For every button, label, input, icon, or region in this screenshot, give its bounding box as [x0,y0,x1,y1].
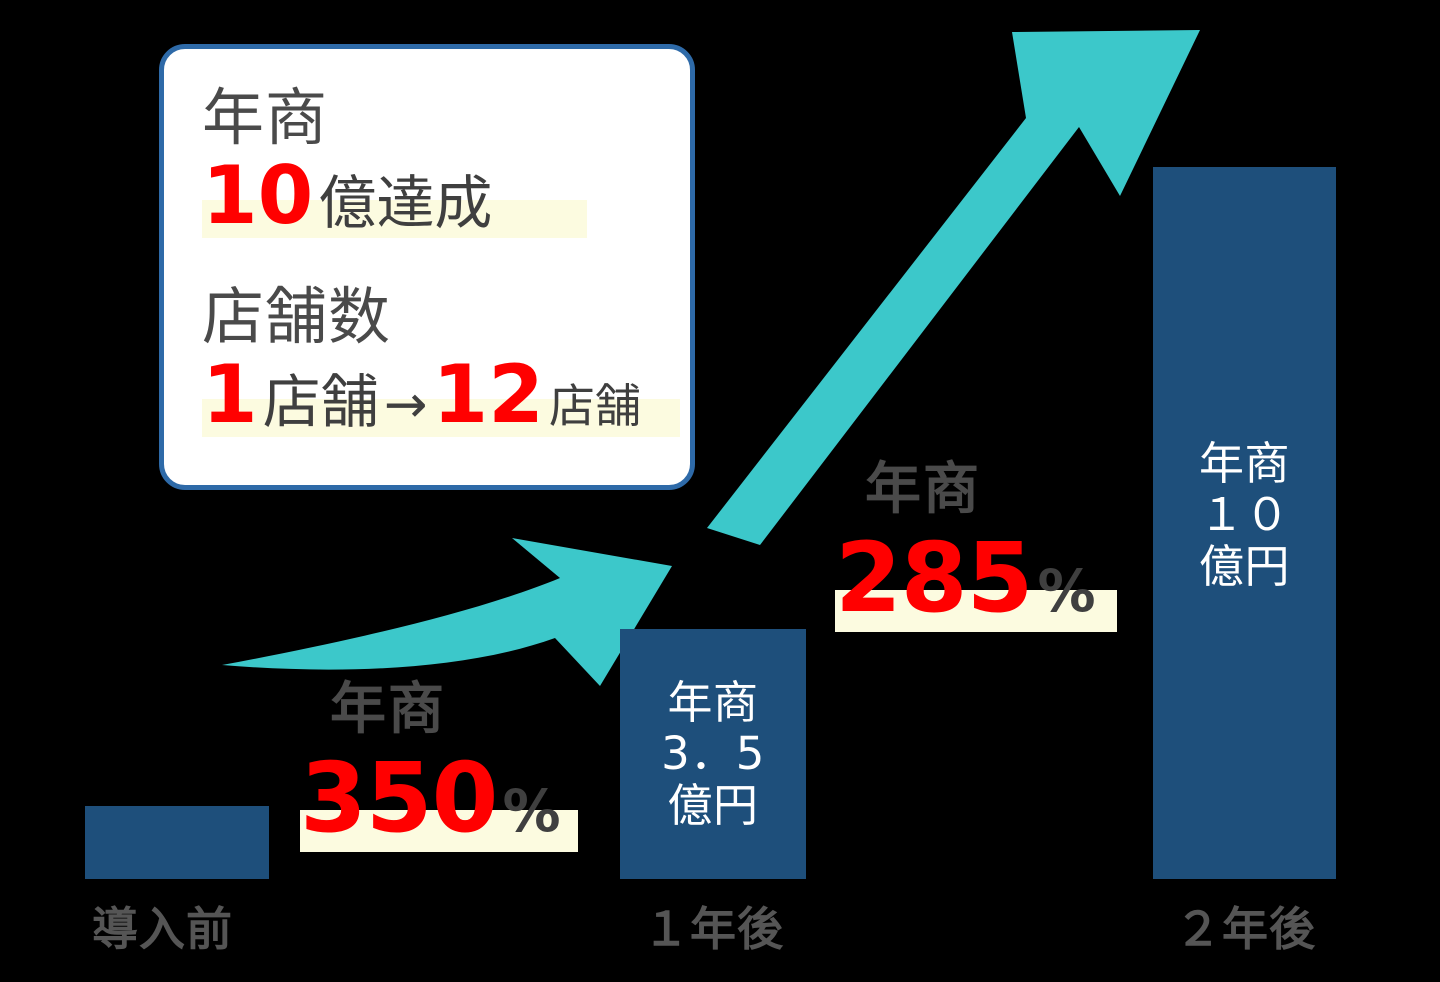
bar-before [85,806,269,879]
growth-arrow-1 [222,538,672,686]
bar-year1-label: 年商 3．5 億円 [661,676,765,832]
callout-stores-to-text: 店舗 [548,379,641,434]
highlight-band [202,399,680,438]
bar-year1: 年商 3．5 億円 [620,629,806,879]
callout-revenue-number: 10 [202,149,314,243]
growth-callout-350-value: 350 [300,742,498,854]
callout-group-revenue: 年商 10 億達成 [202,81,660,239]
callout-revenue-value-row: 10 億達成 [202,156,660,239]
callout-stores-from-number: 1 [202,348,258,442]
callout-stores-to-number: 12 [432,348,544,442]
callout-stores-from-text: 店舗 [262,368,379,437]
bar-year2-label: 年商 １０ 億円 [1198,437,1290,593]
highlight-band [300,810,578,852]
growth-callout-350: 年商 350 % [300,677,578,852]
axis-label-before: 導入前 [92,902,233,956]
growth-callout-285-value: 285 [835,522,1033,634]
right-arrow-icon: → [383,375,428,436]
callout-revenue-heading: 年商 [202,81,329,154]
summary-callout-box: 年商 10 億達成 店舗数 1 店舗 → 12 店舗 [159,44,695,490]
callout-stores-value-row: 1 店舗 → 12 店舗 [202,355,680,438]
axis-label-year1: １年後 [643,902,784,956]
growth-arrow-2 [707,30,1200,545]
growth-callout-350-value-row: 350 % [300,750,578,852]
highlight-band [835,590,1117,632]
callout-group-stores: 店舗数 1 店舗 → 12 店舗 [202,280,680,438]
highlight-band [202,200,587,239]
growth-callout-285-title: 年商 [865,457,981,522]
bar-year2: 年商 １０ 億円 [1153,167,1336,879]
callout-revenue-text: 億達成 [318,169,493,238]
growth-callout-285-value-row: 285 % [835,530,1117,632]
growth-callout-285: 年商 285 % [835,457,1117,632]
growth-callout-350-unit: % [502,777,561,845]
growth-callout-285-unit: % [1037,557,1096,625]
callout-stores-heading: 店舗数 [202,280,392,354]
axis-label-year2: ２年後 [1175,902,1316,956]
growth-callout-350-title: 年商 [330,677,446,742]
